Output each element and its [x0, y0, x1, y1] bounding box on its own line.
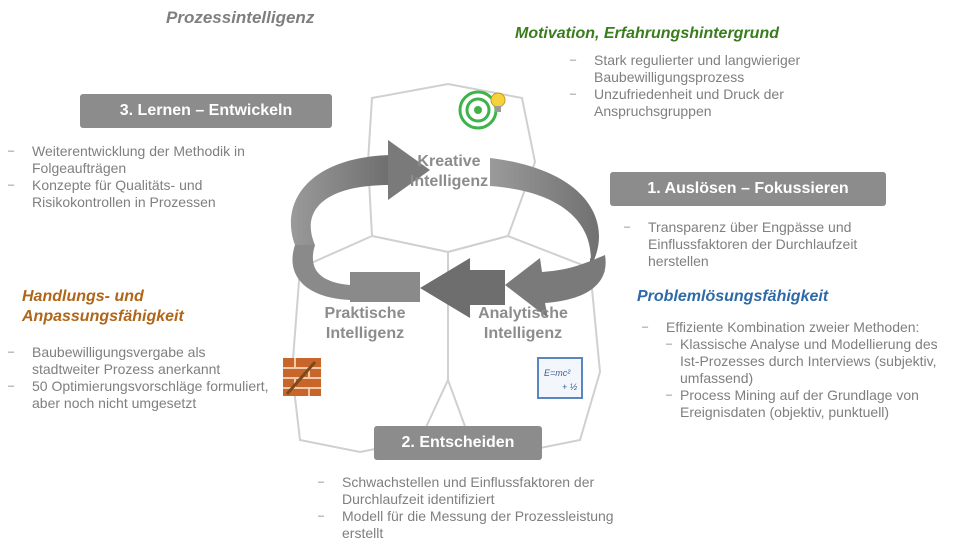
- problem-item: Effiziente Kombination zweier Methoden: …: [642, 319, 954, 421]
- hex-label-kreativ: Kreative Intelligenz: [388, 152, 510, 192]
- step3-item: Weiterentwicklung der Methodik in Folgea…: [8, 143, 298, 177]
- brick-wall-icon: [283, 358, 321, 396]
- handlung-list: Baubewilligungsvergabe als stadtweiter P…: [8, 344, 270, 412]
- page-title: Prozessintelligenz: [166, 8, 315, 27]
- step2-item: Schwachstellen und Einflussfaktoren der …: [318, 474, 648, 508]
- cycle-arrow-left-top-head: [388, 140, 430, 200]
- hex-label-analytisch: Analytische Intelligenz: [462, 304, 584, 344]
- hex-label-praktisch-line1: Praktische: [324, 305, 406, 322]
- problem-item-main: Effiziente Kombination zweier Methoden:: [666, 319, 920, 335]
- hex-label-kreativ-line1: Kreative: [417, 153, 481, 170]
- motivation-item: Stark regulierter und langwieriger Baube…: [570, 52, 830, 86]
- step2-item: Modell für die Messung der Prozessleistu…: [318, 508, 648, 542]
- step1-list: Transparenz über Engpässe und Einflussfa…: [624, 219, 894, 270]
- cycle-arrow-right: [490, 158, 605, 278]
- hex-label-praktisch-line2: Intelligenz: [325, 325, 405, 342]
- step2-list: Schwachstellen und Einflussfaktoren der …: [318, 474, 648, 542]
- cycle-arrow-center: [420, 258, 505, 318]
- svg-text:+ ½: + ½: [562, 382, 578, 392]
- cycle-arrow-left-bottom: [292, 245, 350, 300]
- problem-list: Effiziente Kombination zweier Methoden: …: [642, 319, 954, 421]
- step1-item: Transparenz über Engpässe und Einflussfa…: [624, 219, 894, 270]
- cycle-arrow-right-head: [505, 255, 606, 318]
- problem-sub-item: Klassische Analyse und Modellierung des …: [666, 336, 954, 387]
- hex-label-analytisch-line2: Intelligenz: [483, 325, 563, 342]
- cycle-arrow-center-tail: [350, 272, 420, 302]
- motivation-heading: Motivation, Erfahrungshintergrund: [515, 25, 779, 42]
- step3-box: 3. Lernen – Entwickeln: [80, 94, 332, 128]
- handlung-heading-line2: Anpassungsfähigkeit: [22, 308, 184, 325]
- step2-box: 2. Entscheiden: [374, 426, 542, 460]
- handlung-item: Baubewilligungsvergabe als stadtweiter P…: [8, 344, 270, 378]
- handlung-heading-line1: Handlungs- und: [22, 288, 144, 305]
- svg-text:E=mc²: E=mc²: [544, 368, 571, 378]
- target-bulb-icon: [458, 90, 506, 130]
- hex-praktisch: [290, 234, 449, 454]
- handlung-heading: Handlungs- und Anpassungsfähigkeit: [22, 287, 184, 327]
- hex-label-praktisch: Praktische Intelligenz: [310, 304, 420, 344]
- motivation-list: Stark regulierter und langwieriger Baube…: [570, 52, 830, 120]
- problem-heading: Problemlösungsfähigkeit: [637, 288, 829, 305]
- formula-sheet-icon: E=mc² + ½: [537, 357, 583, 399]
- problem-sub-item: Process Mining auf der Grundlage von Ere…: [666, 387, 954, 421]
- step1-box: 1. Auslösen – Fokussieren: [610, 172, 886, 206]
- handlung-item: 50 Optimierungsvorschläge formuliert, ab…: [8, 378, 270, 412]
- step3-item: Konzepte für Qualitäts- und Risikokontro…: [8, 177, 298, 211]
- motivation-item: Unzufriedenheit und Druck der Anspruchsg…: [570, 86, 830, 120]
- hex-label-analytisch-line1: Analytische: [478, 305, 568, 322]
- cycle-arrow-left-top: [290, 155, 390, 245]
- problem-sublist: Klassische Analyse und Modellierung des …: [666, 336, 954, 421]
- step3-list: Weiterentwicklung der Methodik in Folgea…: [8, 143, 298, 211]
- hex-label-kreativ-line2: Intelligenz: [409, 173, 489, 190]
